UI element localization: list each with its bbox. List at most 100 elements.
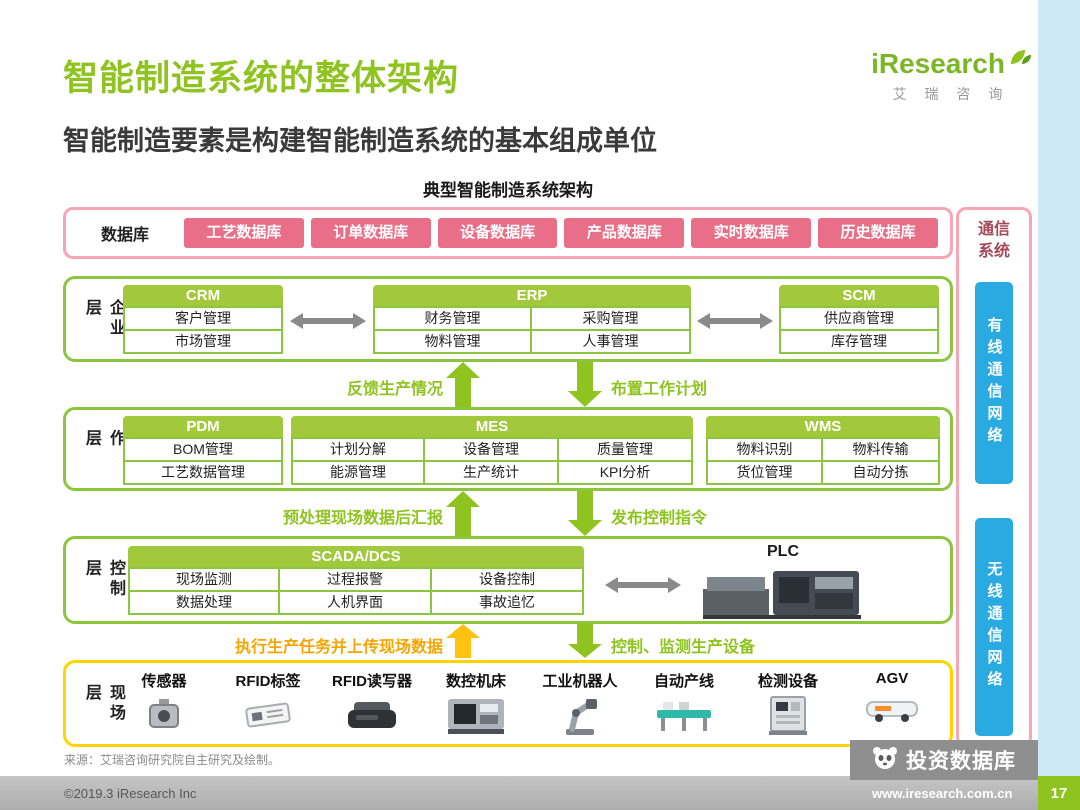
work-plan-label: 布置工作计划	[611, 381, 708, 398]
wms-title: WMS	[706, 416, 940, 437]
page-title: 智能制造系统的整体架构	[63, 59, 460, 98]
wired-network-box: 有线通信网络	[975, 282, 1013, 484]
up-arrow-icon	[446, 362, 480, 412]
mes-cell: 能源管理	[291, 460, 425, 485]
mes-cell: 设备管理	[423, 437, 559, 462]
up-arrow-icon	[446, 624, 480, 663]
rfid-tag-icon	[243, 693, 293, 737]
double-arrow-icon	[290, 313, 366, 334]
down-arrow-icon	[568, 362, 602, 412]
copyright-text: ©2019.3 iResearch Inc	[64, 786, 197, 801]
wms-cell: 自动分拣	[821, 460, 940, 485]
database-order: 订单数据库	[310, 218, 431, 248]
plc-title: PLC	[767, 543, 799, 560]
database-history: 历史数据库	[818, 218, 938, 248]
crm-cell: 客户管理	[123, 306, 283, 331]
sensor-icon	[147, 693, 181, 737]
production-line-icon	[655, 693, 713, 737]
field-item-sensor: 传感器	[112, 670, 216, 740]
scm-title: SCM	[779, 285, 939, 306]
flow-control-field: 执行生产任务并上传现场数据 控制、监测生产设备	[63, 624, 953, 660]
field-layer: 现场层 传感器 RFID标签 RFID读写器 数控机床	[63, 660, 953, 747]
enterprise-layer: 企业层 CRM 客户管理 市场管理 ERP 财务管理 采购管理 物料管理 人事管…	[63, 276, 953, 362]
mes-cell: 计划分解	[291, 437, 425, 462]
crm-box: CRM 客户管理 市场管理	[123, 285, 283, 354]
up-arrow-icon	[446, 491, 480, 541]
scada-cell: 数据处理	[128, 590, 280, 615]
wms-box: WMS 物料识别 物料传输 货位管理 自动分拣	[706, 416, 940, 485]
down-arrow-icon	[568, 491, 602, 541]
double-arrow-icon	[605, 577, 681, 598]
watermark-label: 投资数据库	[906, 750, 1016, 773]
pdm-cell: 工艺数据管理	[123, 460, 283, 485]
database-equipment: 设备数据库	[437, 218, 558, 248]
pdm-title: PDM	[123, 416, 283, 437]
plc-machine-icon	[703, 563, 863, 626]
mes-cell: 质量管理	[557, 437, 693, 462]
mes-title: MES	[291, 416, 693, 437]
panda-icon	[872, 745, 898, 776]
website-link[interactable]: www.iresearch.com.cn	[872, 786, 1013, 801]
scada-cell: 设备控制	[430, 567, 584, 592]
iresearch-logo: iResearch 艾 瑞 咨 询	[871, 48, 1031, 104]
pdm-cell: BOM管理	[123, 437, 283, 462]
rfid-reader-icon	[346, 693, 398, 737]
control-layer: 控制层 SCADA/DCS 现场监测 过程报警 设备控制 数据处理 人机界面 事…	[63, 536, 953, 624]
communication-system-label: 通信系统	[977, 221, 1010, 260]
field-item-rfid-tag: RFID标签	[216, 670, 320, 740]
scm-cell: 库存管理	[779, 329, 939, 354]
page-subtitle: 智能制造要素是构建智能制造系统的基本组成单位	[63, 126, 657, 156]
diagram-title: 典型智能制造系统架构	[423, 181, 593, 200]
erp-title: ERP	[373, 285, 691, 306]
mes-cell: 生产统计	[423, 460, 559, 485]
control-command-label: 发布控制指令	[611, 510, 708, 527]
operation-layer: 操作层 PDM BOM管理 工艺数据管理 MES 计划分解 设备管理 质量管理 …	[63, 407, 953, 491]
logo-chinese-name: 艾 瑞 咨 询	[892, 86, 1010, 102]
source-note: 来源：艾瑞咨询研究院自主研究及绘制。	[64, 753, 281, 767]
scada-cell: 人机界面	[278, 590, 432, 615]
scm-box: SCM 供应商管理 库存管理	[779, 285, 939, 354]
flow-enterprise-operation: 反馈生产情况 布置工作计划	[63, 362, 953, 407]
field-item-rfid-reader: RFID读写器	[320, 670, 424, 740]
logo-wordmark: iResearch	[871, 48, 1005, 79]
erp-box: ERP 财务管理 采购管理 物料管理 人事管理	[373, 285, 691, 354]
erp-cell: 物料管理	[373, 329, 532, 354]
scada-box: SCADA/DCS 现场监测 过程报警 设备控制 数据处理 人机界面 事故追忆	[128, 546, 584, 615]
scada-cell: 现场监测	[128, 567, 280, 592]
double-arrow-icon	[697, 313, 773, 334]
flow-operation-control: 预处理现场数据后汇报 发布控制指令	[63, 491, 953, 536]
mes-cell: KPI分析	[557, 460, 693, 485]
agv-icon	[865, 689, 919, 733]
wms-cell: 物料识别	[706, 437, 823, 462]
pdm-box: PDM BOM管理 工艺数据管理	[123, 416, 283, 485]
control-layer-label: 控制层	[83, 559, 124, 600]
wms-cell: 货位管理	[706, 460, 823, 485]
wms-cell: 物料传输	[821, 437, 940, 462]
erp-cell: 财务管理	[373, 306, 532, 331]
field-item-agv: AGV	[840, 670, 944, 740]
footer-bar	[0, 776, 1080, 810]
database-process: 工艺数据库	[184, 218, 304, 248]
field-item-robot: 工业机器人	[528, 670, 632, 740]
watermark-box: 投资数据库	[850, 740, 1038, 780]
database-product: 产品数据库	[564, 218, 685, 248]
field-layer-label: 现场层	[83, 683, 124, 724]
erp-cell: 人事管理	[530, 329, 691, 354]
scm-cell: 供应商管理	[779, 306, 939, 331]
field-item-cnc: 数控机床	[424, 670, 528, 740]
wireless-network-box: 无线通信网络	[975, 518, 1013, 736]
scada-title: SCADA/DCS	[128, 546, 584, 567]
inspection-device-icon	[767, 693, 809, 737]
database-realtime: 实时数据库	[691, 218, 812, 248]
execute-upload-label: 执行生产任务并上传现场数据	[234, 639, 443, 656]
preprocess-report-label: 预处理现场数据后汇报	[282, 510, 443, 527]
feedback-production-label: 反馈生产情况	[346, 381, 443, 398]
mes-box: MES 计划分解 设备管理 质量管理 能源管理 生产统计 KPI分析	[291, 416, 693, 485]
erp-cell: 采购管理	[530, 306, 691, 331]
leaf-icon	[1007, 48, 1031, 71]
crm-title: CRM	[123, 285, 283, 306]
database-label: 数据库	[100, 227, 149, 244]
field-item-production-line: 自动产线	[632, 670, 736, 740]
crm-cell: 市场管理	[123, 329, 283, 354]
